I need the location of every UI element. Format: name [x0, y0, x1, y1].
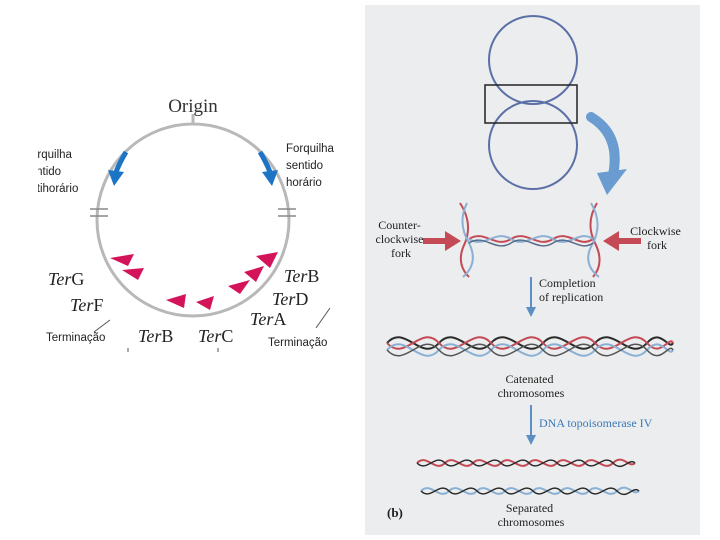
ter-arrows-left [110, 254, 186, 308]
zoom-box [484, 84, 578, 124]
separated-label: Separated chromosomes [498, 501, 565, 529]
cw-fork-label-right: Clockwise fork [630, 224, 684, 252]
zoom-arrow-icon [586, 112, 627, 195]
left-gap-ticks [90, 208, 108, 217]
completion-step-arrow-icon [526, 277, 536, 317]
catenated-chromosomes-dna [386, 336, 674, 357]
ter-c-label: TerC [198, 326, 233, 346]
ccw-fork-pointer-icon [423, 231, 461, 251]
completion-label: Completion of replication [539, 276, 603, 304]
termination-right-label: Terminação [268, 337, 327, 349]
separated-chromosome-1-dna [416, 458, 636, 468]
right-gap-ticks [278, 208, 296, 217]
ter-d-label: TerD [272, 289, 308, 309]
cw-fork-label: Forquilha sentido horário [286, 143, 337, 189]
panel-b-label: (b) [387, 505, 403, 520]
ter-b-right-label: TerB [284, 266, 319, 286]
ter-b-right-arrow-icon [256, 252, 278, 268]
ter-c-arrow-icon [196, 296, 214, 310]
ter-arrows-right [196, 252, 278, 310]
ter-b-left-label: TerB [138, 326, 173, 346]
cw-fork-pointer-icon [603, 231, 641, 251]
ccw-fork-label-right: Counter- clockwise fork [376, 218, 427, 260]
circular-chromosome-diagram: Origin Forquilha sentido antihorário For… [24, 96, 337, 352]
ter-f-arrow-icon [122, 268, 144, 280]
ter-d-arrow-icon [244, 266, 264, 282]
ter-f-label: TerF [70, 295, 103, 315]
ter-g-label: TerG [48, 269, 84, 289]
ter-g-arrow-icon [110, 254, 134, 266]
ccw-fork-arrow-icon [108, 150, 129, 186]
separated-chromosome-2-dna [420, 486, 640, 496]
ter-b-left-arrow-icon [166, 294, 186, 308]
ter-a-arrow-icon [228, 280, 250, 294]
ter-a-label: TerA [250, 309, 286, 329]
topoisomerase-step-arrow-icon [526, 405, 536, 445]
replication-completion-panel: Counter- clockwise fork Clockwise fork C… [365, 5, 700, 535]
termination-left-label: Terminação [46, 332, 105, 344]
upper-daughter-ring [488, 15, 578, 105]
circular-chromosome-panel: Origin Forquilha sentido antihorário For… [24, 80, 348, 380]
topoisomerase-label: DNA topoisomerase IV [539, 416, 653, 430]
lower-daughter-ring [488, 100, 578, 190]
termination-right-leader [315, 307, 331, 329]
replication-completion-diagram: Counter- clockwise fork Clockwise fork C… [376, 15, 684, 529]
cw-fork-arrow-icon [257, 150, 278, 186]
origin-label: Origin [168, 96, 218, 117]
fork-dna-helix [459, 202, 601, 278]
termination-left-leader [93, 319, 111, 333]
ccw-fork-label: Forquilha sentido antihorário [38, 149, 78, 195]
catenated-label: Catenated chromosomes [498, 372, 565, 400]
